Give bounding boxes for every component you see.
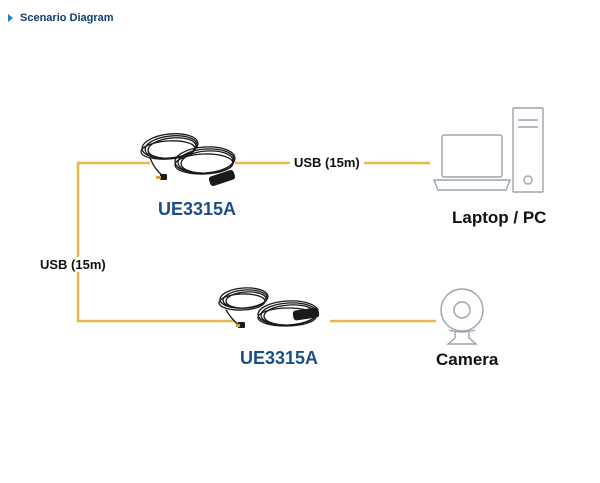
left-trunk-line	[76, 161, 235, 323]
model-label-bottom: UE3315A	[240, 348, 319, 368]
triangle-bullet-icon	[8, 14, 13, 22]
usb-cable-coil-icon	[218, 287, 320, 328]
usb-length-label-left: USB (15m)	[36, 257, 110, 272]
usb-cable-coil-icon	[140, 133, 236, 186]
connection-lines	[76, 161, 436, 323]
model-label-top: UE3315A	[158, 199, 237, 219]
usb-length-label-top: USB (15m)	[290, 155, 364, 170]
webcam-icon	[440, 288, 484, 345]
section-header: Scenario Diagram	[8, 12, 114, 24]
device-label-pc: Laptop / PC	[452, 208, 547, 227]
section-title: Scenario Diagram	[20, 12, 114, 24]
device-label-camera: Camera	[436, 350, 499, 369]
laptop-desktop-icon	[432, 107, 544, 193]
